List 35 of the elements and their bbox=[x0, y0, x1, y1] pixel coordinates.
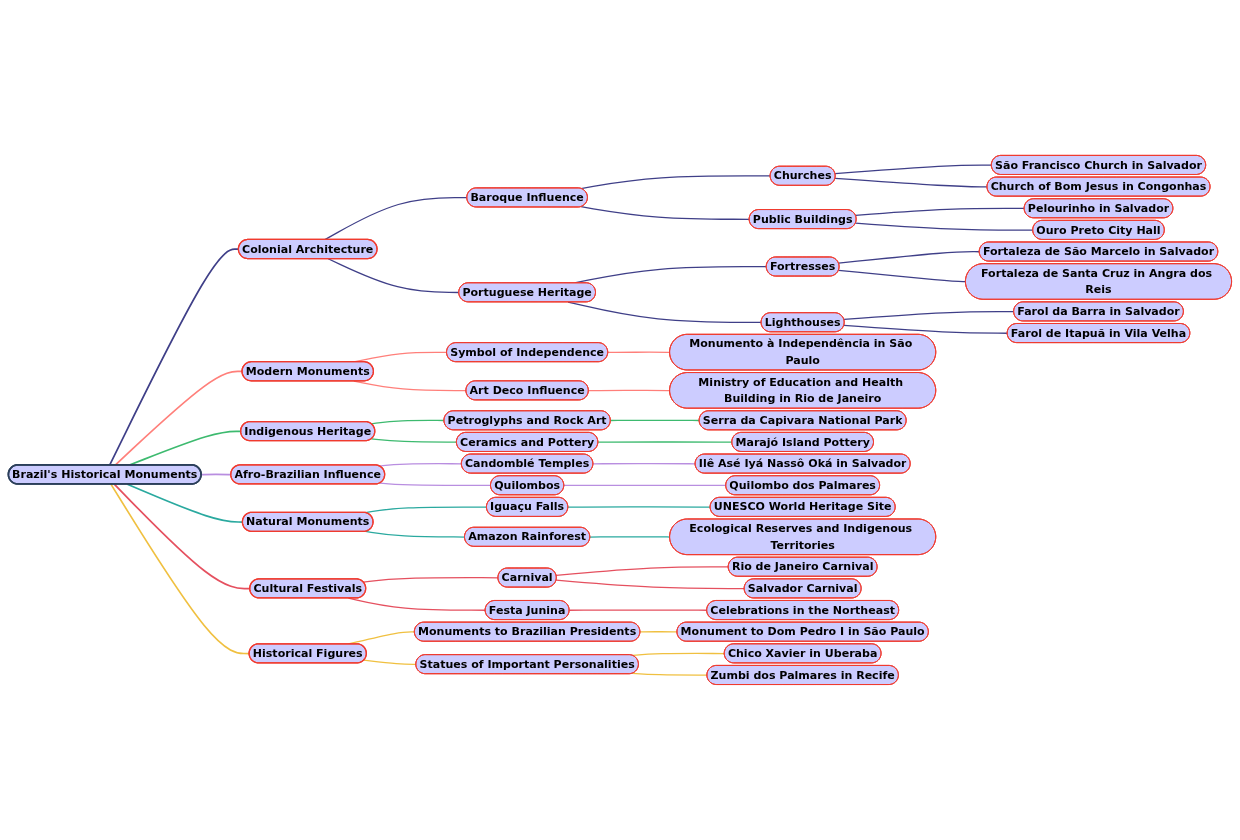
connector bbox=[580, 175, 771, 190]
connector bbox=[568, 609, 708, 611]
connector bbox=[580, 206, 750, 220]
connector bbox=[837, 251, 981, 264]
connector bbox=[327, 258, 460, 294]
connector bbox=[555, 579, 745, 590]
connector bbox=[108, 248, 240, 466]
connector bbox=[854, 222, 1034, 231]
connector bbox=[567, 301, 762, 324]
connector bbox=[589, 536, 671, 538]
connector bbox=[837, 269, 967, 283]
connector bbox=[609, 419, 700, 422]
connector bbox=[843, 324, 1009, 334]
connector bbox=[631, 672, 708, 676]
connector bbox=[370, 438, 458, 443]
connector bbox=[607, 351, 671, 354]
connector bbox=[563, 484, 727, 487]
connector bbox=[592, 463, 696, 465]
connector bbox=[353, 380, 467, 392]
connector bbox=[587, 389, 671, 392]
connector bbox=[639, 631, 678, 633]
connector bbox=[567, 506, 711, 508]
connector bbox=[834, 164, 993, 175]
connector bbox=[834, 177, 988, 188]
connector bbox=[379, 463, 463, 467]
connector bbox=[379, 482, 492, 487]
connector bbox=[631, 652, 726, 657]
connector bbox=[555, 566, 730, 576]
connector bbox=[364, 530, 466, 538]
connector bbox=[363, 659, 417, 666]
connector bbox=[843, 310, 1015, 321]
connector bbox=[324, 197, 468, 241]
connector bbox=[854, 207, 1025, 217]
connector bbox=[370, 419, 445, 425]
connector bbox=[597, 441, 733, 443]
